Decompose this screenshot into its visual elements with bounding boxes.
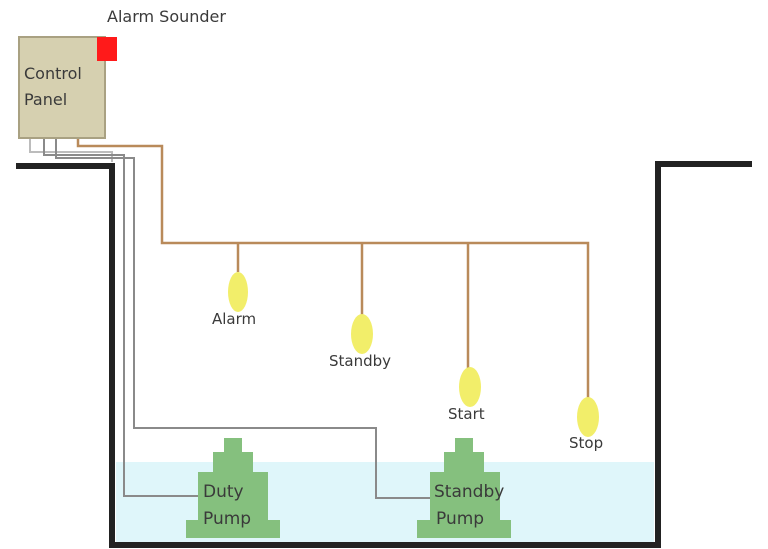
float-switch-start bbox=[459, 367, 481, 407]
standby-pump bbox=[417, 438, 511, 538]
float-switch-stop bbox=[577, 397, 599, 437]
duty-pump-label-line1: Duty bbox=[203, 482, 244, 502]
control-panel bbox=[18, 36, 106, 139]
duty-pump-label-line2: Pump bbox=[203, 509, 252, 529]
alarm-sounder bbox=[97, 37, 117, 61]
control-panel-label-line1: Control bbox=[24, 64, 82, 83]
control-panel-label-line2: Panel bbox=[24, 90, 68, 109]
float-label-start: Start bbox=[448, 405, 485, 423]
pump-cable bbox=[29, 138, 434, 499]
float-label-standby: Standby bbox=[329, 352, 392, 370]
alarm-sounder-label: Alarm Sounder bbox=[107, 7, 226, 26]
float-switch-alarm bbox=[228, 272, 248, 312]
float-label-alarm: Alarm bbox=[212, 310, 257, 328]
standby-pump-label-line2: Pump bbox=[436, 509, 485, 529]
float-switch-standby bbox=[351, 314, 373, 354]
wet-well-wall bbox=[16, 161, 752, 548]
float-cable bbox=[76, 138, 590, 400]
standby-pump-label-line1: Standby bbox=[434, 482, 505, 502]
float-label-stop: Stop bbox=[569, 434, 604, 452]
duty-pump bbox=[186, 438, 280, 538]
